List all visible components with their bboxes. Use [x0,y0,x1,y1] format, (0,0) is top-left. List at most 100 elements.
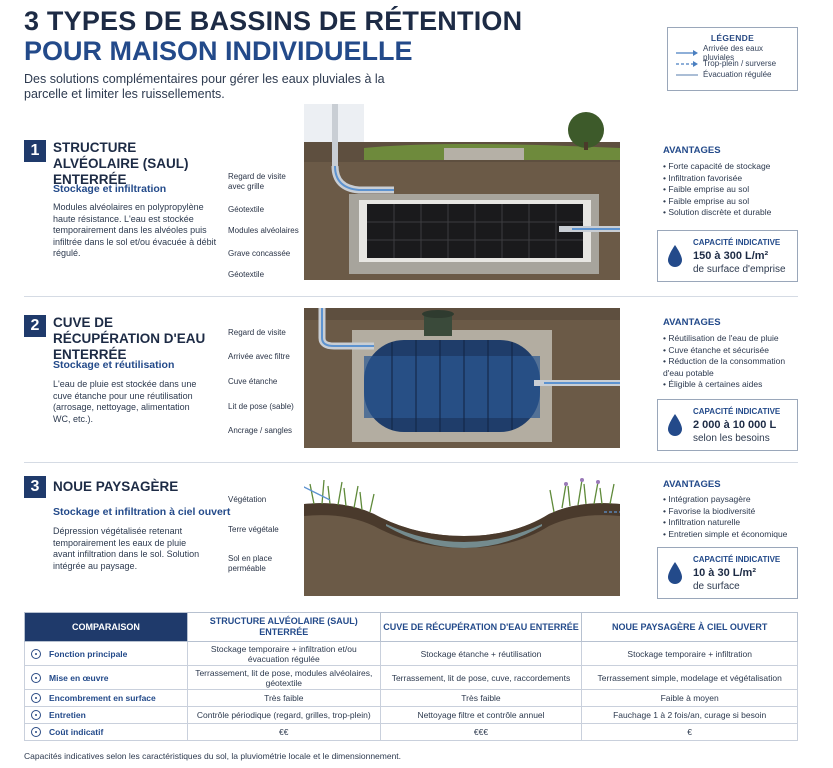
legend-title: LÉGENDE [710,33,755,43]
diagram-label: Regard de visite avec grille [228,172,286,191]
water-drop-icon [668,245,682,267]
tank-illustration [304,308,620,448]
advantage-item: Infiltration naturelle [663,517,813,529]
row-header: Entretien [24,706,188,724]
advantage-item: Entretien simple et économique [663,529,813,541]
diagram-label: Géotextile [228,205,265,214]
advantage-item: Cuve étanche et sécurisée [663,345,801,357]
section-number: 2 [24,315,46,337]
advantage-item: Favorise la biodiversité [663,506,813,518]
capacity-unit: de surface [693,581,740,592]
capacity-value: 10 à 30 L/m² [693,567,756,579]
diagram-label: Arrivée avec filtre [228,352,290,361]
capacity-title: CAPACITÉ INDICATIVE [693,407,781,416]
wrench-icon [31,672,41,683]
capacity-unit: selon les besoins [693,433,770,444]
table-cell: Très faible [379,689,583,707]
table-header: COMPARAISON [24,612,188,642]
capacity-unit: de surface d'emprise [693,264,786,275]
capacity-title: CAPACITÉ INDICATIVE [693,238,781,247]
table-cell: Stockage étanche + réutilisation [379,641,583,666]
row-label: Entretien [49,710,86,720]
target-icon [31,648,41,659]
advantages-list: Intégration paysagère Favorise la biodiv… [663,494,813,540]
table-cell: €€€ [379,723,583,741]
saul-illustration [304,104,620,280]
legend-box: LÉGENDE Arrivée des eaux pluviales Trop-… [667,27,798,91]
swale-illustration [304,474,620,596]
section-divider [24,462,798,463]
section-number: 1 [24,140,46,162]
gear-icon [31,710,41,720]
diagram-label: Grave concassée [228,249,291,258]
table-cell: Nettoyage filtre et contrôle annuel [379,706,583,724]
table-row: Entretien Contrôle périodique (regard, g… [24,706,798,724]
table-row: Mise en œuvre Terrassement, lit de pose,… [24,665,798,690]
table-cell: Stockage temporaire + infiltration et/ou… [186,641,381,666]
advantage-item: Réduction de la consommation d'eau potab… [663,356,801,379]
capacity-box: CAPACITÉ INDICATIVE 2 000 à 10 000 L sel… [657,399,798,451]
advantage-item: Faible emprise au sol [663,196,813,208]
diagram-label: Regard de visite [228,328,286,337]
euro-icon [31,727,41,737]
intro-text: Des solutions complémentaires pour gérer… [24,72,385,101]
area-icon [31,693,41,703]
table-cell: Terrassement simple, modelage et végétal… [581,665,798,690]
advantages-list: Réutilisation de l'eau de pluie Cuve éta… [663,333,801,391]
table-cell: € [581,723,798,741]
capacity-title: CAPACITÉ INDICATIVE [693,555,781,564]
table-row: Encombrement en surface Très faible Très… [24,689,798,707]
section-subtitle: Stockage et infiltration [53,183,167,195]
table-header: NOUE PAYSAGÈRE À CIEL OUVERT [581,612,798,642]
table-cell: Faible à moyen [581,689,798,707]
capacity-value: 150 à 300 L/m² [693,250,769,262]
diagram-label: Cuve étanche [228,377,278,386]
page-title: 3 TYPES DE BASSINS DE RÉTENTION [24,6,523,36]
advantage-item: Réutilisation de l'eau de pluie [663,333,801,345]
legend-label: Trop-plein / surverse [703,59,777,68]
section-title: NOUE PAYSAGÈRE [53,479,179,494]
diagram-label: Terre végétale [228,525,279,534]
advantage-item: Forte capacité de stockage [663,161,813,173]
line-icon [676,73,698,76]
table-header: CUVE DE RÉCUPÉRATION D'EAU ENTERRÉE [379,612,583,642]
footnote: Capacités indicatives selon les caractér… [24,751,402,761]
advantages-list: Forte capacité de stockage Infiltration … [663,161,813,219]
page-subtitle: POUR MAISON INDIVIDUELLE [24,36,413,66]
section-divider [24,296,798,297]
section-subtitle: Stockage et réutilisation [53,359,175,371]
advantage-item: Solution discrète et durable [663,207,813,219]
advantages-title: AVANTAGES [663,479,721,490]
advantage-item: Faible emprise au sol [663,184,813,196]
diagram-label: Modules alvéolaires [228,226,299,235]
section-number: 3 [24,476,46,498]
section-description: Modules alvéolaires en polypropylène hau… [53,202,217,258]
legend-item: Évacuation régulée [676,69,789,80]
section-title: STRUCTURE ALVÉOLAIRE (SAUL) ENTERRÉE [53,140,189,187]
capacity-box: CAPACITÉ INDICATIVE 10 à 30 L/m² de surf… [657,547,798,599]
row-header: Fonction principale [24,641,188,666]
table-cell: Terrassement, lit de pose, modules alvéo… [186,665,381,690]
advantages-title: AVANTAGES [663,145,721,156]
solid-arrow-icon [676,49,698,56]
section-description: L'eau de pluie est stockée dans une cuve… [53,379,197,424]
table-cell: €€ [186,723,381,741]
diagram-label: Végétation [228,495,267,504]
legend-item: Arrivée des eaux pluviales [676,44,789,62]
row-label: Mise en œuvre [49,672,109,683]
row-header: Encombrement en surface [24,689,188,707]
advantage-item: Intégration paysagère [663,494,813,506]
table-cell: Stockage temporaire + infiltration [581,641,798,666]
legend-label: Arrivée des eaux pluviales [703,43,764,62]
comparison-table: COMPARAISON STRUCTURE ALVÉOLAIRE (SAUL) … [24,612,798,741]
diagram-label: Sol en place perméable [228,554,273,573]
table-cell: Terrassement, lit de pose, cuve, raccord… [379,665,583,690]
table-header-row: COMPARAISON STRUCTURE ALVÉOLAIRE (SAUL) … [24,612,798,642]
diagram-label: Ancrage / sangles [228,426,293,435]
row-header: Coût indicatif [24,723,188,741]
advantage-item: Infiltration favorisée [663,173,813,185]
capacity-box: CAPACITÉ INDICATIVE 150 à 300 L/m² de su… [657,230,798,282]
table-cell: Très faible [186,689,381,707]
diagram-label: Lit de pose (sable) [228,402,294,411]
table-row: Coût indicatif €€ €€€ € [24,723,798,741]
